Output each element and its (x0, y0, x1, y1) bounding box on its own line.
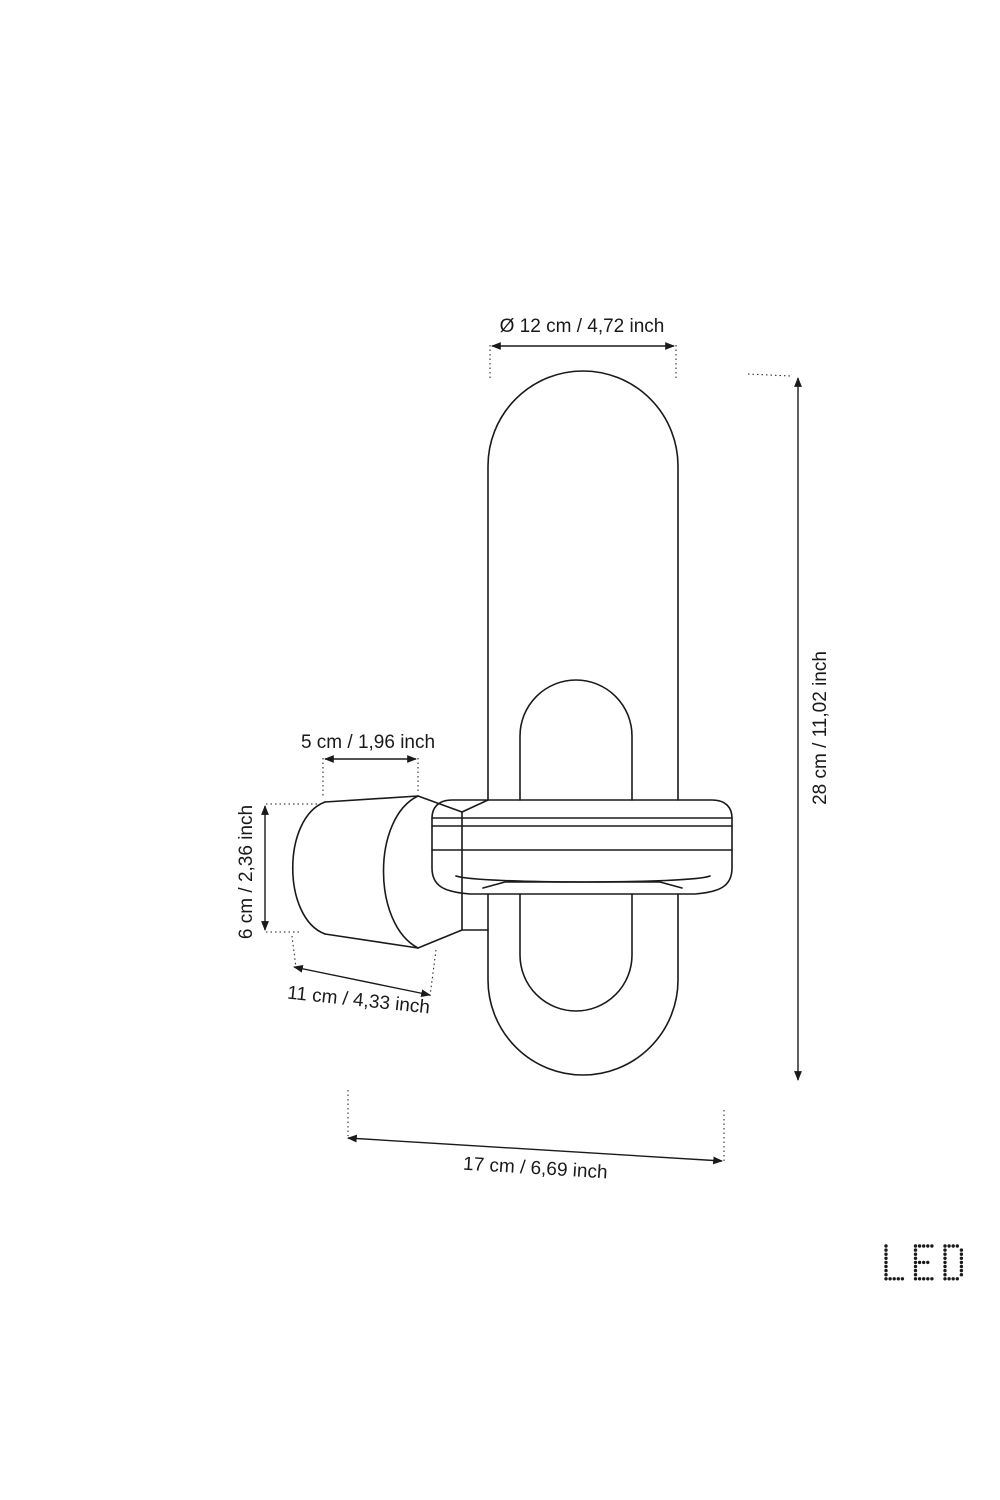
led-dot (955, 1277, 959, 1281)
led-dot (959, 1273, 964, 1277)
led-dot (930, 1277, 934, 1281)
led-dot (884, 1256, 888, 1261)
led-dot (913, 1273, 918, 1277)
led-dot (951, 1244, 955, 1248)
led-badge (884, 1244, 964, 1281)
led-dot (926, 1260, 930, 1265)
led-dot (884, 1260, 888, 1265)
led-dot (926, 1277, 930, 1281)
lamp-outline (291, 370, 733, 1076)
led-dot (922, 1277, 926, 1281)
dimension-diameter: Ø 12 cm / 4,72 inch (489, 316, 677, 378)
led-dot (917, 1277, 922, 1281)
led-dot (959, 1252, 964, 1256)
led-dot (884, 1264, 888, 1269)
led-dot (959, 1268, 964, 1273)
led-dot (943, 1268, 947, 1273)
led-dot (959, 1256, 964, 1261)
dimension-height: 28 cm / 11,02 inch (747, 373, 831, 1081)
led-dot (943, 1244, 947, 1248)
arm-height-label: 6 cm / 2,36 inch (236, 805, 257, 939)
led-dot (930, 1244, 934, 1248)
led-dot (884, 1273, 888, 1277)
led-dot (922, 1260, 926, 1265)
led-dot (943, 1273, 947, 1277)
height-label: 28 cm / 11,02 inch (810, 651, 831, 805)
led-dot (913, 1264, 918, 1269)
wall-arm (291, 795, 489, 949)
dimension-arm-height: 6 cm / 2,36 inch (236, 803, 320, 939)
led-dot (943, 1260, 947, 1265)
led-dot (884, 1244, 888, 1248)
led-dot (959, 1264, 964, 1269)
diameter-label: Ø 12 cm / 4,72 inch (500, 316, 665, 337)
led-dot (926, 1244, 930, 1248)
led-dot (943, 1264, 947, 1269)
overall-depth-label: 17 cm / 6,69 inch (462, 1154, 608, 1184)
inner-dome-top (519, 679, 633, 801)
led-dot (917, 1260, 922, 1265)
led-dot (959, 1260, 964, 1265)
led-dot (943, 1277, 947, 1281)
led-dot (892, 1277, 896, 1281)
led-dot (913, 1277, 918, 1281)
led-dot (884, 1252, 888, 1256)
led-dot (900, 1277, 905, 1281)
led-dot (913, 1252, 918, 1256)
dimension-arm-depth: 11 cm / 4,33 inch (286, 935, 437, 1019)
ring-collar (431, 799, 733, 895)
led-dot (947, 1244, 951, 1248)
led-dot (913, 1256, 918, 1261)
upper-glass-tube (487, 370, 679, 801)
dimension-overall-depth: 17 cm / 6,69 inch (347, 1090, 725, 1184)
led-dot (913, 1268, 918, 1273)
led-dot (884, 1268, 888, 1273)
led-dot (943, 1252, 947, 1256)
led-dot (951, 1277, 955, 1281)
led-dot (959, 1248, 964, 1252)
led-dot (943, 1256, 947, 1261)
dimension-arm-width: 5 cm / 1,96 inch (301, 732, 435, 798)
led-dot (884, 1248, 888, 1252)
led-dot (884, 1277, 888, 1281)
led-dot (917, 1244, 922, 1248)
led-dot (913, 1244, 918, 1248)
led-dot (922, 1244, 926, 1248)
inner-dome-bottom (519, 893, 633, 1012)
lower-glass-tube (487, 893, 679, 1076)
led-dot (896, 1277, 900, 1281)
led-dot (947, 1277, 951, 1281)
led-dot (913, 1260, 918, 1265)
arm-width-label: 5 cm / 1,96 inch (301, 732, 435, 753)
led-dot (913, 1248, 918, 1252)
led-dot (943, 1248, 947, 1252)
led-dot (955, 1244, 959, 1248)
led-dot (888, 1277, 892, 1281)
arm-depth-label: 11 cm / 4,33 inch (286, 983, 431, 1019)
